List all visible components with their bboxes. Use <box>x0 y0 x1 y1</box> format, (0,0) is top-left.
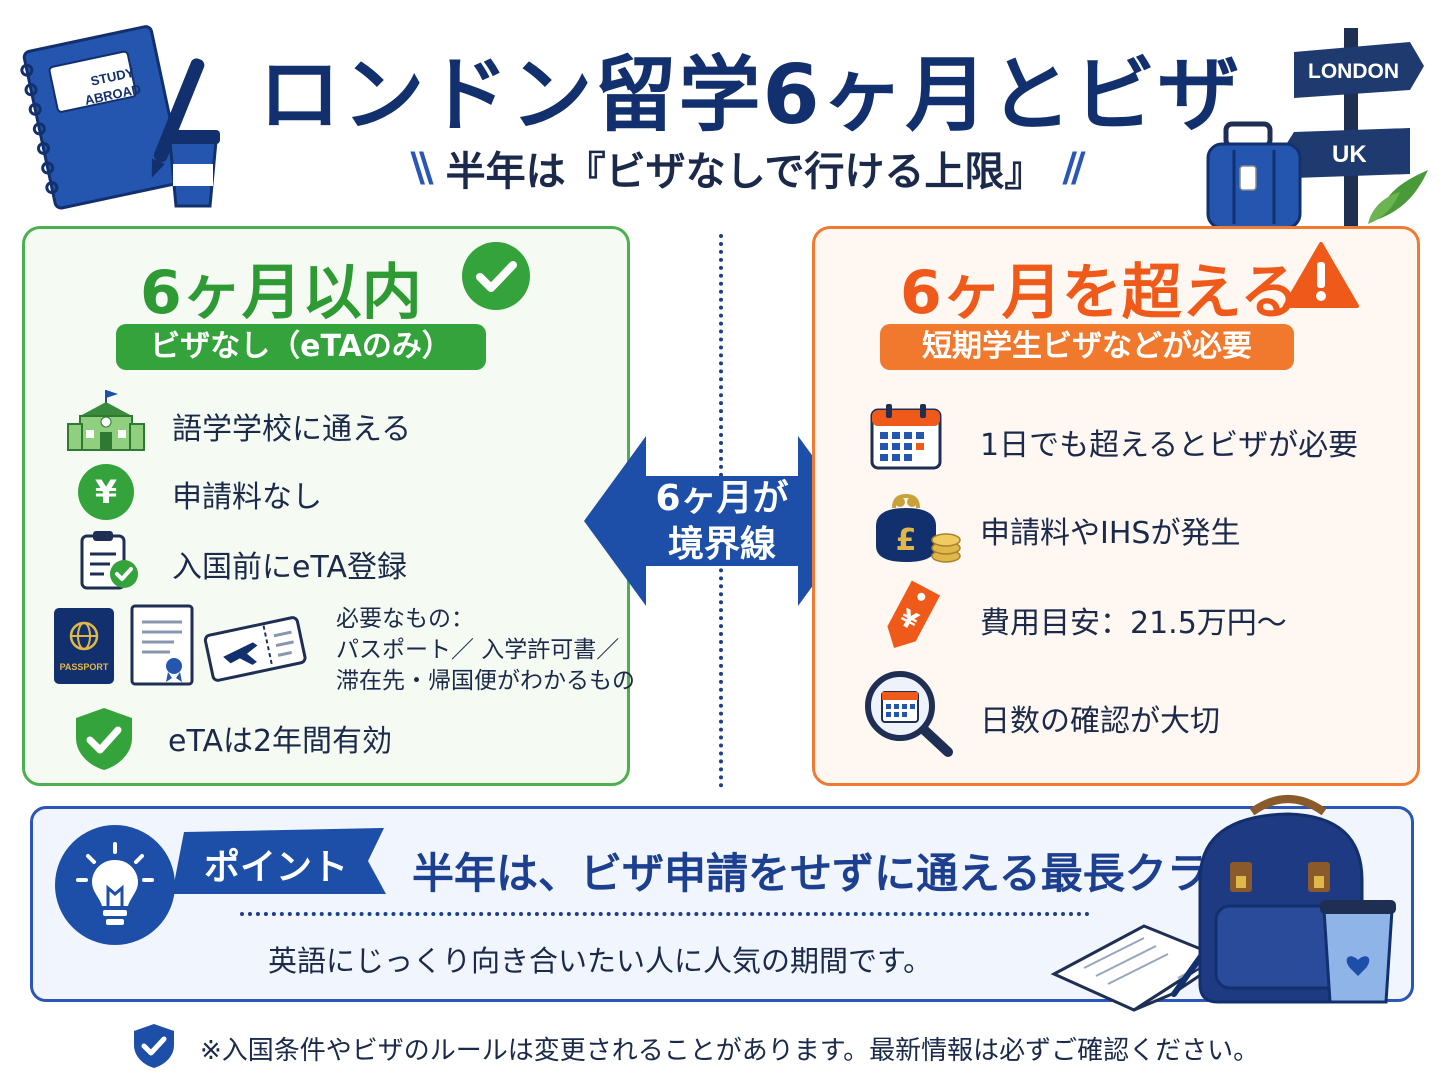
point-sub-text: 英語にじっくり向き合いたい人に人気の期間です。 <box>268 944 933 978</box>
point-label: ポイント <box>203 847 348 888</box>
within-six-months-heading: 6ヶ月以内 <box>140 258 422 328</box>
svg-text:£: £ <box>896 523 917 558</box>
book-backpack-cup-illustration <box>1050 795 1396 1012</box>
boundary-label-line2: 境界線 <box>667 524 776 565</box>
calendar-icon <box>870 404 942 470</box>
over-six-months-heading: 6ヶ月を超える <box>900 258 1300 328</box>
sign-london-label: LONDON <box>1308 60 1399 83</box>
slash-decoration-left: \\ <box>410 145 433 191</box>
double-arrow-icon <box>584 436 860 606</box>
right-item-calendar-text: 1日でも超えるとビザが必要 <box>980 428 1359 463</box>
shield-check-icon <box>76 708 132 770</box>
page-title: ロンドン留学6ヶ月とビザ <box>258 48 1242 143</box>
page-subtitle: 半年は『ビザなしで行ける上限』 <box>445 149 1045 195</box>
notebook-pen-cup-illustration: STUDY ABROAD <box>20 25 220 210</box>
subtitle-row: \\ 半年は『ビザなしで行ける上限』 // <box>330 138 1160 198</box>
footer-disclaimer: ※入国条件やビザのルールは変更されることがあります。最新情報は必ずご確認ください… <box>200 1036 1260 1066</box>
point-main-text: 半年は、ビザ申請をせずに通える最長クラス <box>412 849 1250 898</box>
no-visa-badge: ビザなし（eTAのみ） <box>116 324 486 370</box>
boundary-label: 6ヶ月が 境界線 <box>630 476 814 568</box>
right-item-fee-text: 申請料やIHSが発生 <box>980 516 1241 551</box>
required-line2: 滞在先・帰国便がわかるもの <box>336 668 635 694</box>
lightbulb-icon <box>55 825 175 945</box>
warning-icon <box>1283 242 1359 308</box>
certificate-icon <box>130 604 194 686</box>
check-circle-icon <box>462 242 530 310</box>
left-item-eta-text: 入国前にeTA登録 <box>172 550 407 585</box>
school-icon <box>67 390 145 451</box>
eta-validity-text: eTAは2年間有効 <box>168 724 393 759</box>
sign-uk-label: UK <box>1332 141 1367 168</box>
student-visa-badge: 短期学生ビザなどが必要 <box>880 324 1294 370</box>
right-item-cost-text: 費用目安：21.5万円〜 <box>980 606 1287 641</box>
calendar-magnifier-icon <box>865 671 953 757</box>
shield-check-footer-icon <box>134 1024 174 1068</box>
passport-icon: PASSPORT <box>54 608 114 684</box>
right-item-check-text: 日数の確認が大切 <box>980 704 1220 739</box>
boundary-label-line1: 6ヶ月が <box>655 478 789 519</box>
clipboard-check-icon <box>80 531 138 590</box>
passport-label: PASSPORT <box>60 662 109 672</box>
required-line1: パスポート／ 入学許可書／ <box>336 637 620 663</box>
plane-ticket-icon <box>203 616 307 682</box>
required-title: 必要なもの： <box>336 606 474 632</box>
yen-tag-icon: ¥ <box>887 580 941 649</box>
signpost-luggage-illustration: LONDON UK <box>1206 28 1428 230</box>
left-item-school-text: 語学学校に通える <box>172 412 412 447</box>
left-item-fee-text: 申請料なし <box>172 480 322 515</box>
slash-decoration-right: // <box>1062 145 1085 191</box>
point-dotted-separator <box>240 912 1090 916</box>
point-label-ribbon <box>172 828 386 894</box>
svg-text:¥: ¥ <box>95 473 117 511</box>
pound-purse-icon: £ <box>876 493 961 563</box>
yen-circle-icon: ¥ <box>78 464 134 520</box>
